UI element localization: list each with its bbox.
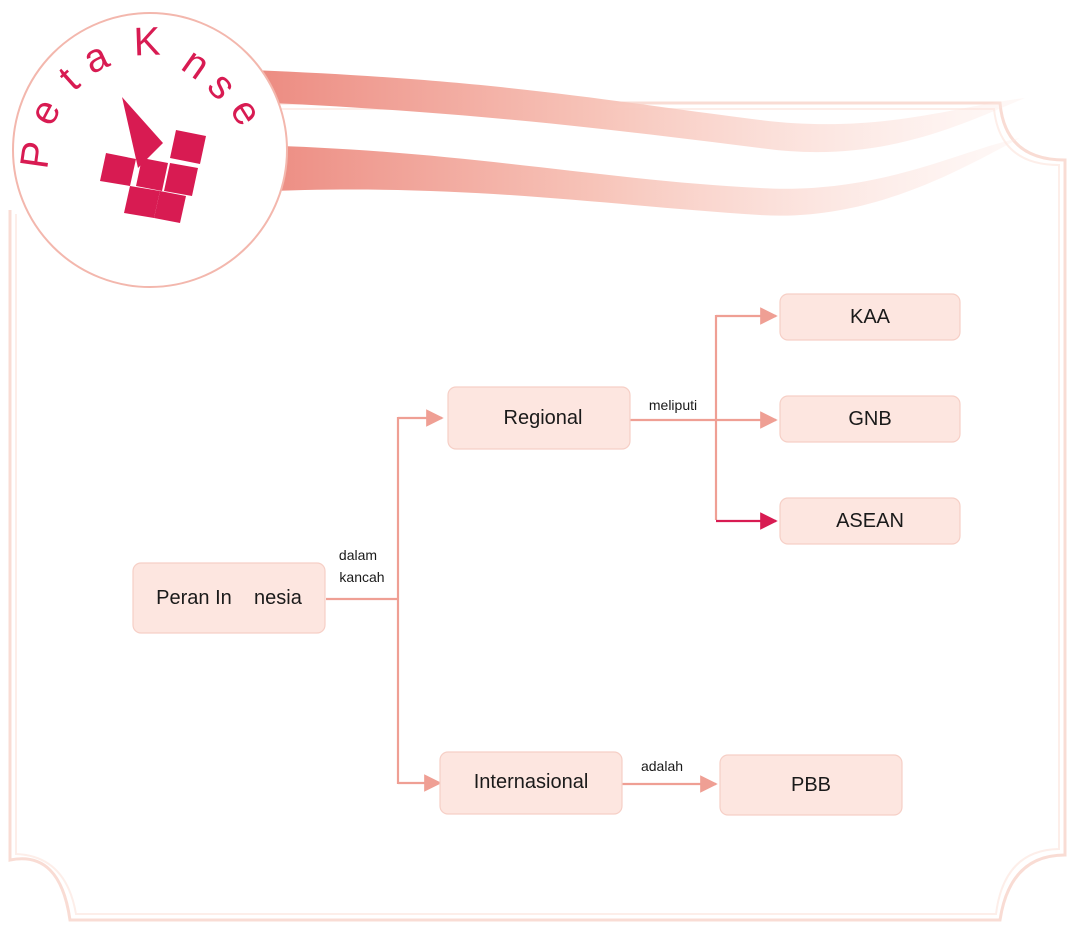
decorative-ribbons <box>250 70 1025 216</box>
node-internasional-label: Internasional <box>474 771 589 793</box>
edge-label-dalam: dalam <box>339 547 377 563</box>
logo-mark <box>100 97 206 223</box>
node-pbb: PBB <box>719 754 903 816</box>
node-regional-label: Regional <box>504 407 583 429</box>
edge-label-meliputi: meliputi <box>649 397 697 413</box>
edge-label-adalah: adalah <box>641 758 683 774</box>
edge-label-kancah: kancah <box>339 569 384 585</box>
logo-tile <box>100 153 136 186</box>
node-gnb: GNB <box>779 395 961 443</box>
logo-tile <box>136 158 168 191</box>
node-internasional: Internasional <box>439 751 623 815</box>
node-kaa: KAA <box>779 293 961 341</box>
decorative-frame <box>8 101 1067 922</box>
logo-tile <box>124 186 160 218</box>
title-letter: P <box>12 139 59 172</box>
logo-tile <box>154 191 186 223</box>
logo-tile <box>170 130 206 164</box>
node-kaa-label: KAA <box>850 306 891 328</box>
edge-labels: dalam kancah meliputi adalah <box>339 397 697 774</box>
node-asean-label: ASEAN <box>836 510 904 532</box>
title-badge: P e t a K n s e <box>12 12 288 288</box>
node-root-label: Peran In nesia <box>156 587 303 609</box>
logo-tile <box>164 163 198 196</box>
node-pbb-label: PBB <box>791 774 831 796</box>
logo-triangle <box>122 97 163 168</box>
node-asean: ASEAN <box>779 497 961 545</box>
title-letter: K <box>133 20 162 65</box>
node-regional: Regional <box>447 386 631 450</box>
node-root: Peran In nesia <box>132 562 326 634</box>
connectors <box>326 307 778 793</box>
node-gnb-label: GNB <box>848 408 891 430</box>
